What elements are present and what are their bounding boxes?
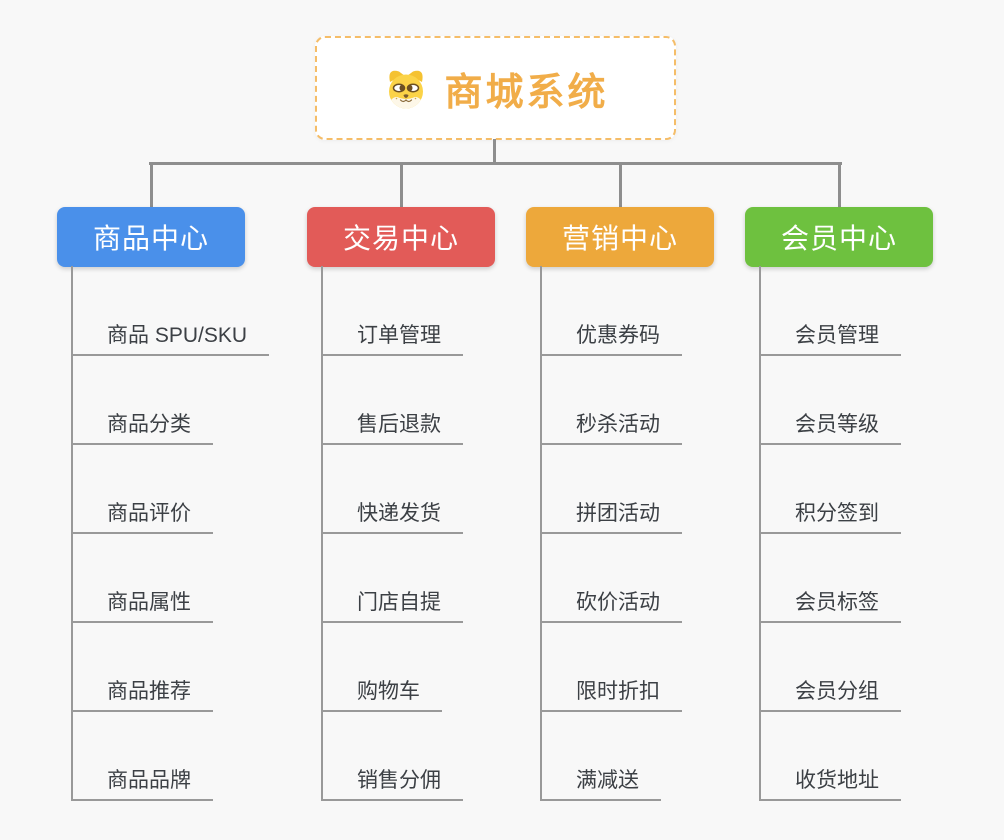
connector-branch-drop	[149, 162, 153, 209]
leaf-node[interactable]: 砍价活动	[540, 590, 682, 623]
leaf-node[interactable]: 优惠券码	[540, 323, 682, 356]
branch-node-1[interactable]: 商品中心	[57, 207, 245, 267]
connector-bus	[149, 162, 842, 165]
branch-node-4[interactable]: 会员中心	[745, 207, 933, 267]
doge-icon	[382, 64, 430, 112]
connector-branch-drop	[618, 162, 622, 209]
leaf-node[interactable]: 会员等级	[759, 412, 901, 445]
connector-branch-drop	[837, 162, 841, 209]
leaf-node[interactable]: 商品分类	[71, 412, 213, 445]
leaf-node[interactable]: 秒杀活动	[540, 412, 682, 445]
branch-node-3[interactable]: 营销中心	[526, 207, 714, 267]
leaf-node[interactable]: 积分签到	[759, 501, 901, 534]
leaf-node[interactable]: 商品属性	[71, 590, 213, 623]
leaf-node[interactable]: 售后退款	[321, 412, 463, 445]
leaf-node[interactable]: 订单管理	[321, 323, 463, 356]
leaf-node[interactable]: 会员管理	[759, 323, 901, 356]
leaf-node[interactable]: 限时折扣	[540, 679, 682, 712]
branch-node-2[interactable]: 交易中心	[307, 207, 495, 267]
leaf-node[interactable]: 收货地址	[759, 768, 901, 801]
leaf-node[interactable]: 商品评价	[71, 501, 213, 534]
leaf-node[interactable]: 购物车	[321, 679, 442, 712]
connector-root-drop	[493, 139, 496, 165]
root-title: 商城系统	[444, 71, 609, 114]
root-node[interactable]: 商城系统	[315, 36, 676, 140]
leaf-node[interactable]: 快递发货	[321, 501, 463, 534]
connector-branch-drop	[399, 162, 403, 209]
leaf-node[interactable]: 销售分佣	[321, 768, 463, 801]
leaf-node[interactable]: 会员分组	[759, 679, 901, 712]
leaf-node[interactable]: 满减送	[540, 768, 661, 801]
leaf-node[interactable]: 商品品牌	[71, 768, 213, 801]
leaf-node[interactable]: 会员标签	[759, 590, 901, 623]
leaf-node[interactable]: 门店自提	[321, 590, 463, 623]
leaf-node[interactable]: 商品推荐	[71, 679, 213, 712]
leaf-node[interactable]: 拼团活动	[540, 501, 682, 534]
leaf-node[interactable]: 商品 SPU/SKU	[71, 323, 270, 356]
